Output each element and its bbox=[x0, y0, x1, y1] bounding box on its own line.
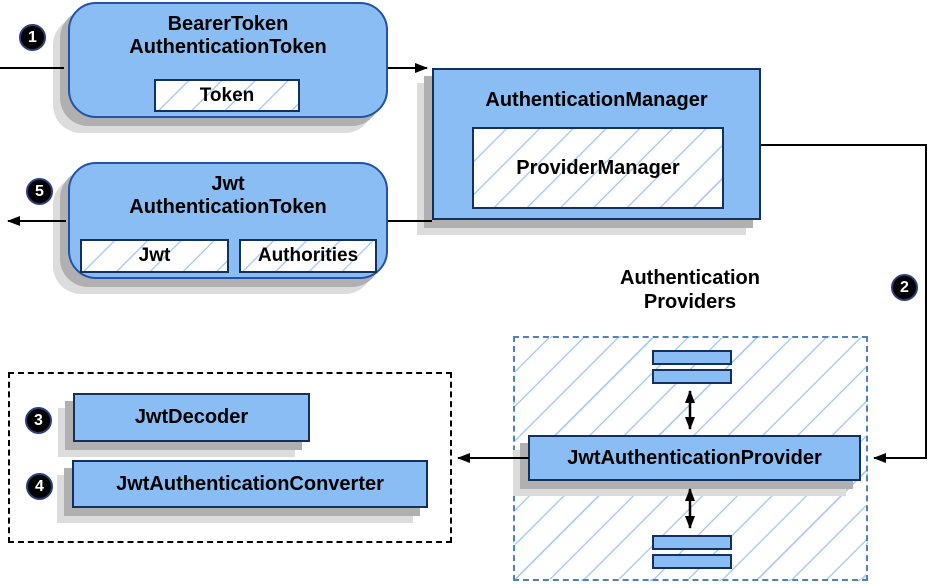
jwt-authentication-converter-label: JwtAuthenticationConverter bbox=[116, 472, 384, 495]
label-line: Providers bbox=[643, 291, 737, 313]
decoder-group-container bbox=[8, 372, 452, 543]
title-line: Jwt bbox=[211, 173, 245, 195]
jwt-decoder-node: JwtDecoder bbox=[73, 393, 310, 442]
step-3-badge: 3 bbox=[25, 407, 52, 434]
step-5-badge: 5 bbox=[26, 178, 53, 205]
providers-group-label: Authentication Providers bbox=[565, 266, 815, 314]
bearer-token-node: BearerToken AuthenticationToken Token bbox=[68, 2, 388, 118]
token-slot: Token bbox=[154, 79, 300, 112]
jwt-authentication-provider-node: JwtAuthenticationProvider bbox=[528, 435, 861, 481]
title-line: AuthenticationToken bbox=[129, 196, 327, 218]
provider-slot-bar bbox=[652, 554, 732, 569]
step-4-badge: 4 bbox=[26, 473, 53, 500]
jwt-authentication-converter-node: JwtAuthenticationConverter bbox=[72, 460, 428, 508]
authentication-manager-node: AuthenticationManager ProviderManager bbox=[432, 68, 761, 220]
title-line: AuthenticationToken bbox=[129, 36, 327, 58]
jwt-slot-label: Jwt bbox=[138, 245, 171, 266]
provider-slot-bar bbox=[652, 350, 732, 365]
jwt-slot: Jwt bbox=[80, 239, 229, 273]
step-1-badge: 1 bbox=[19, 24, 46, 51]
title-line: BearerToken bbox=[167, 13, 289, 35]
provider-slot-bar bbox=[652, 535, 732, 550]
authorities-slot-label: Authorities bbox=[257, 245, 359, 266]
jwt-token-title: Jwt AuthenticationToken bbox=[70, 164, 386, 219]
label-line: Authentication bbox=[620, 267, 760, 289]
step-2-badge: 2 bbox=[891, 274, 918, 301]
provider-slot-bar bbox=[652, 369, 732, 384]
authorities-slot: Authorities bbox=[239, 239, 377, 273]
jwt-decoder-label: JwtDecoder bbox=[134, 406, 249, 428]
token-slot-label: Token bbox=[199, 84, 255, 106]
authentication-manager-title: AuthenticationManager bbox=[485, 89, 708, 111]
jwt-token-node: Jwt AuthenticationToken Jwt Authorities bbox=[68, 162, 388, 279]
provider-manager-label: ProviderManager bbox=[516, 156, 680, 179]
jwt-authentication-provider-label: JwtAuthenticationProvider bbox=[567, 446, 822, 469]
bearer-token-title: BearerToken AuthenticationToken bbox=[70, 4, 386, 59]
provider-manager-slot: ProviderManager bbox=[472, 127, 724, 209]
